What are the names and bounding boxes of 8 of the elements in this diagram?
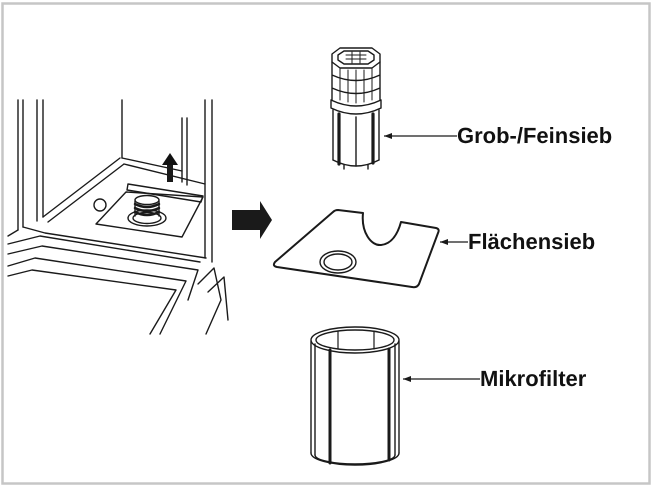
leader-line — [440, 239, 468, 245]
flat-sieve-drawing — [272, 207, 440, 290]
part-label: Flächensieb — [468, 229, 596, 255]
leader-line — [384, 133, 457, 139]
part-label: Mikrofilter — [480, 366, 586, 392]
arrow — [232, 201, 272, 239]
leader-line — [403, 376, 480, 382]
part-label: Grob-/Feinsieb — [457, 123, 612, 149]
